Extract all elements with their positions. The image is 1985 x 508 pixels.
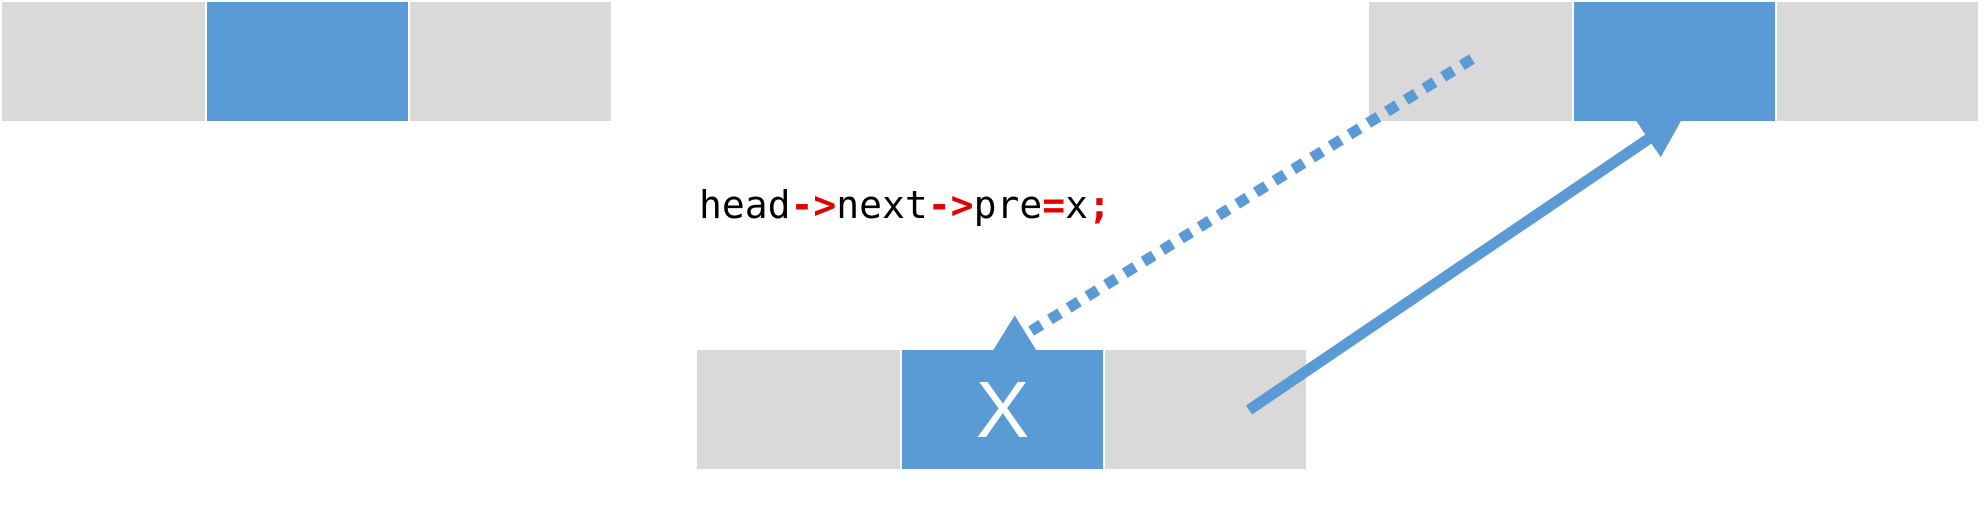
node-left-data-cell <box>205 2 408 121</box>
code-statement: head->next->pre=x; <box>699 181 1111 229</box>
node-left-prev-cell <box>2 2 205 121</box>
code-token-x: x <box>1065 183 1088 227</box>
node-x-prev-cell <box>697 350 900 469</box>
code-token-semicolon: ; <box>1087 183 1111 227</box>
code-token-head: head <box>699 183 791 227</box>
code-token-arrow-op: -> <box>927 183 974 227</box>
code-token-arrow-op: -> <box>790 183 837 227</box>
node-right-next-cell <box>1775 2 1978 121</box>
list-node-x: X <box>697 350 1306 469</box>
node-x-label: X <box>975 364 1030 454</box>
code-token-pre: pre <box>973 183 1043 227</box>
code-token-assign-op: = <box>1042 183 1066 227</box>
node-right-data-cell <box>1572 2 1775 121</box>
next-pointer-arrow <box>1245 114 1685 415</box>
code-token-next: next <box>836 183 928 227</box>
list-node-left <box>2 2 611 121</box>
node-x-data-cell: X <box>900 350 1103 469</box>
node-x-next-cell <box>1103 350 1306 469</box>
pre-pointer-arrow <box>988 54 1475 358</box>
node-left-next-cell <box>408 2 611 121</box>
